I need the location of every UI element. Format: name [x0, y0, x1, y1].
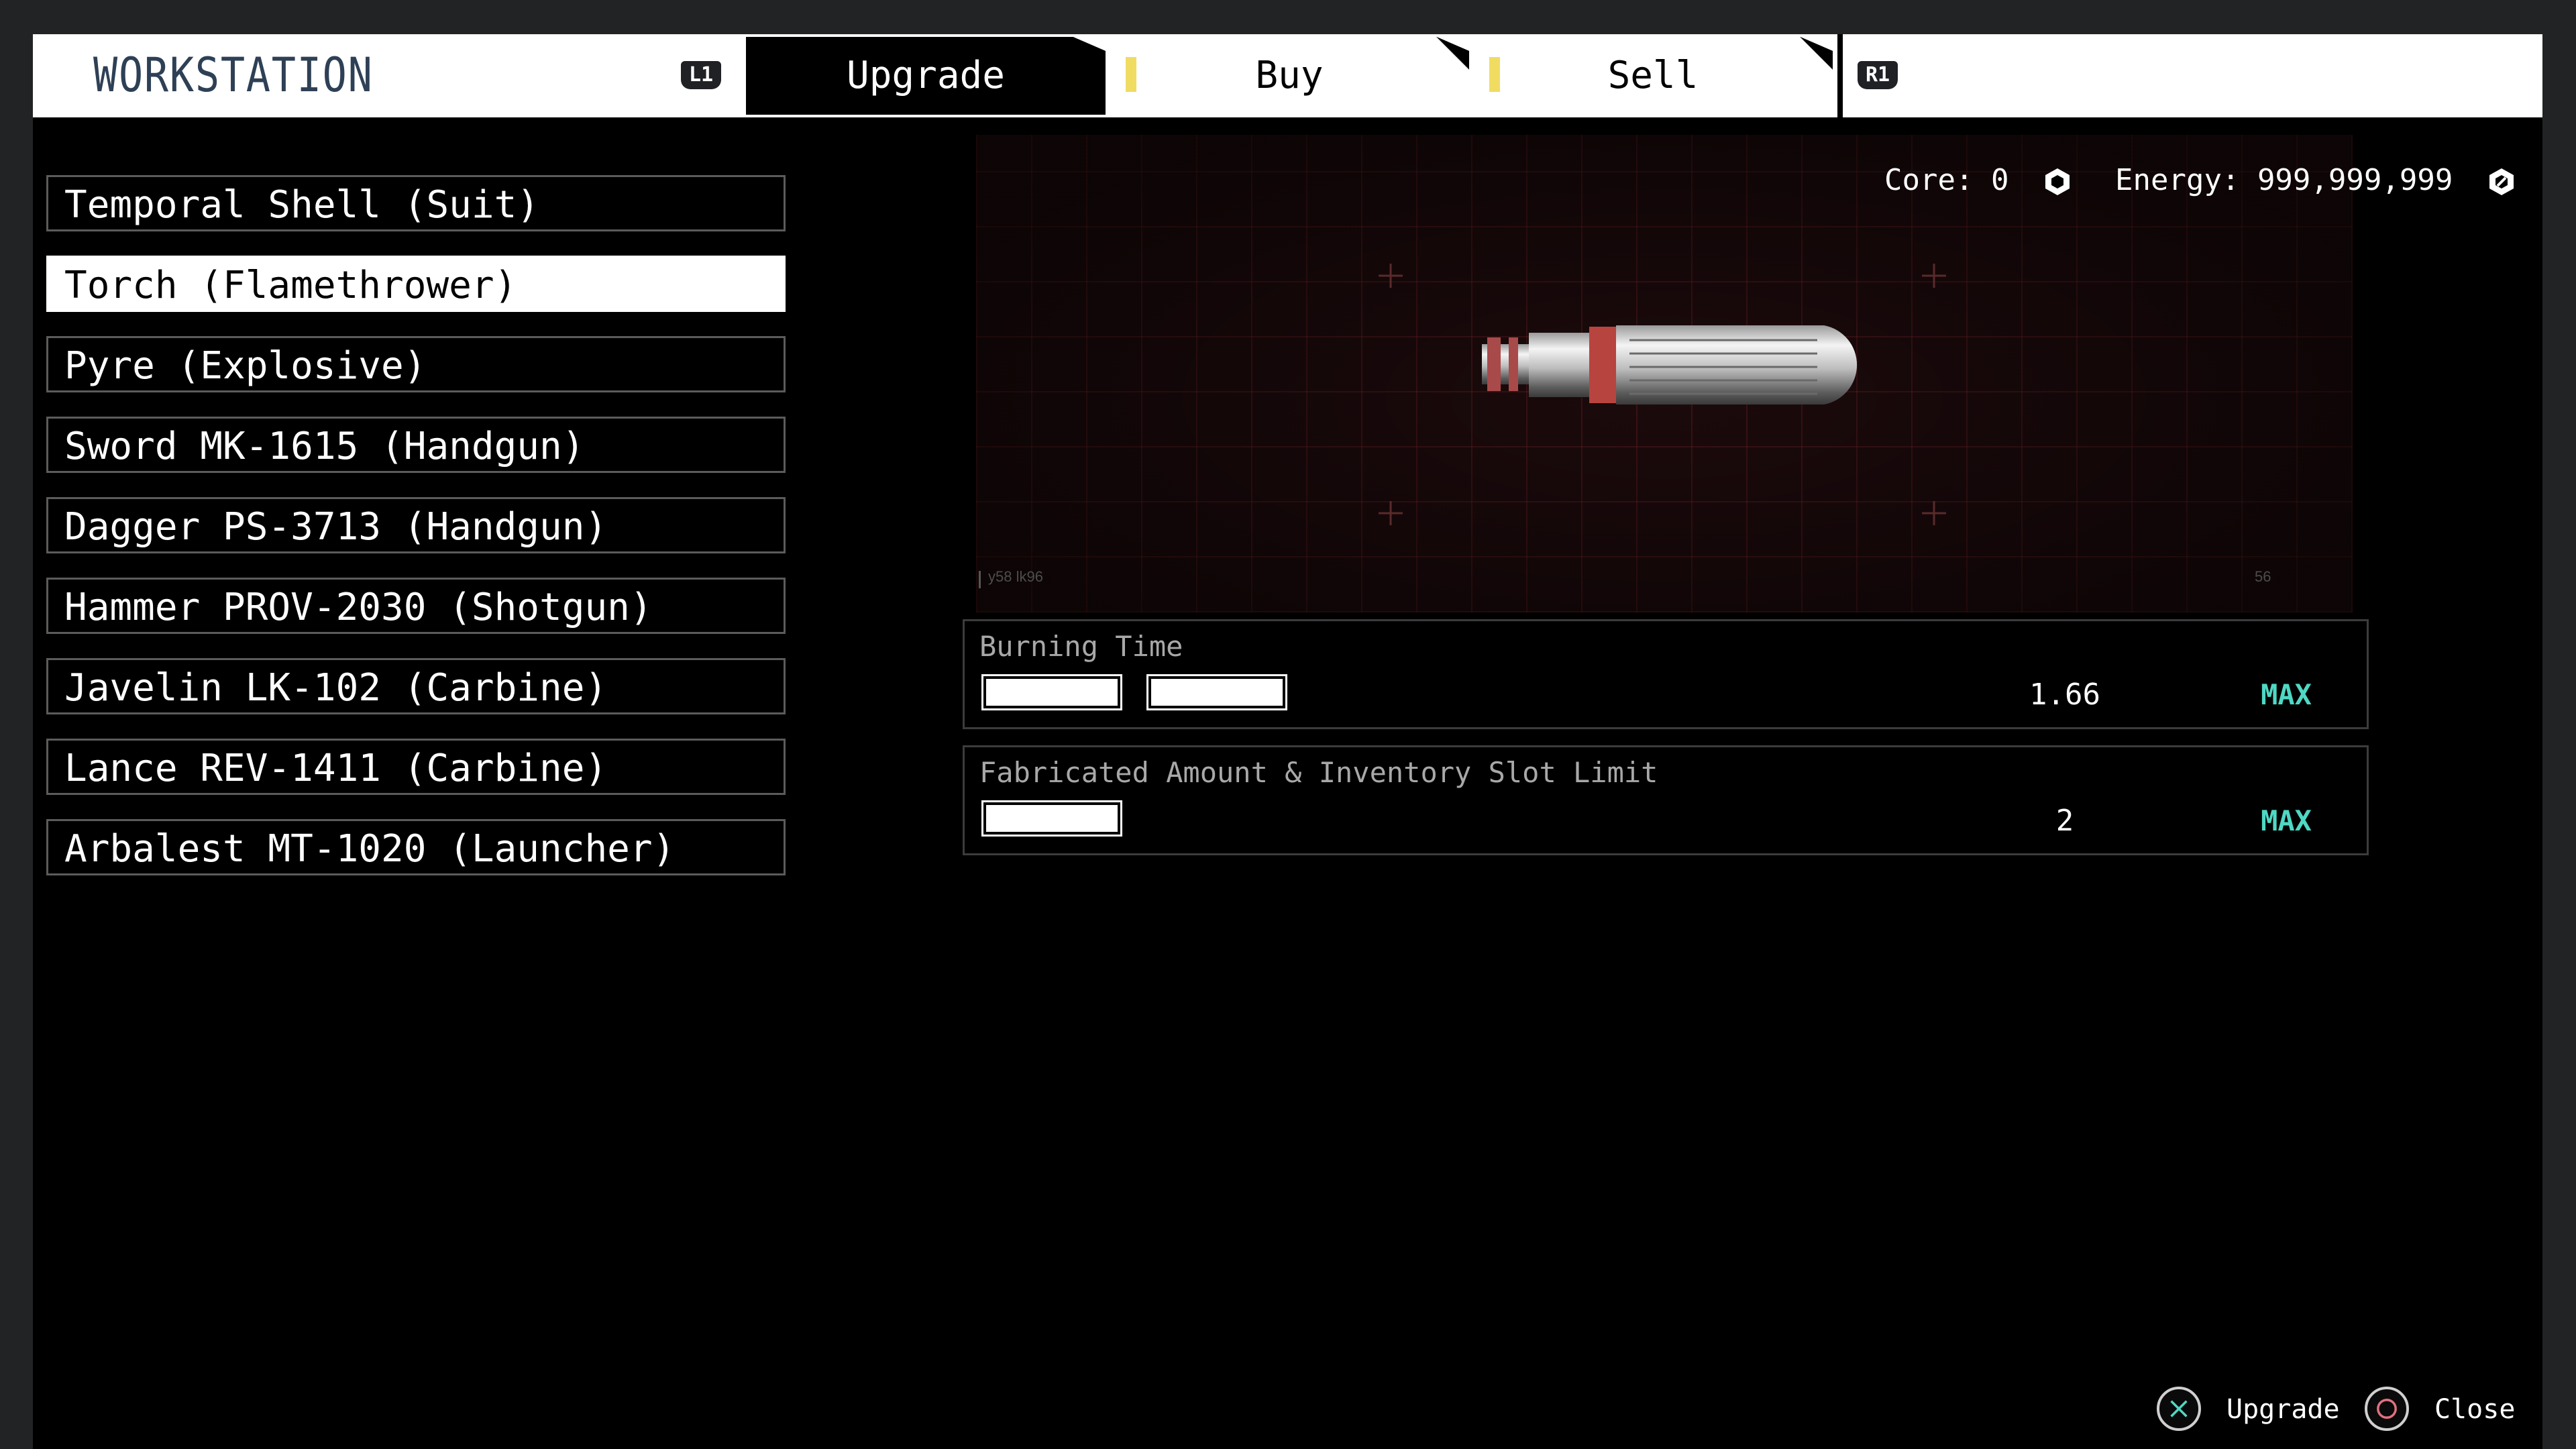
list-item[interactable]: Pyre (Explosive) [46, 336, 786, 392]
preview-grid-marks [1379, 264, 1946, 525]
item-preview: y58 lk96 56 [976, 135, 2353, 612]
list-item[interactable]: Arbalest MT-1020 (Launcher) [46, 819, 786, 875]
upgrade-action-label: Upgrade [2226, 1394, 2340, 1425]
list-item[interactable]: Lance REV-1411 (Carbine) [46, 739, 786, 795]
list-item[interactable]: Dagger PS-3713 (Handgun) [46, 497, 786, 553]
list-item-label: Hammer PROV-2030 (Shotgun) [64, 586, 653, 629]
list-item[interactable]: Javelin LK-102 (Carbine) [46, 658, 786, 714]
list-item-label: Javelin LK-102 (Carbine) [64, 666, 608, 710]
alert-badge-icon [1489, 57, 1500, 92]
hexagon-currency-icon [2045, 168, 2070, 195]
list-item-label: Lance REV-1411 (Carbine) [64, 747, 608, 790]
max-label: MAX [2261, 804, 2312, 837]
list-item[interactable]: Hammer PROV-2030 (Shotgun) [46, 578, 786, 634]
list-item-label: Pyre (Explosive) [64, 344, 427, 388]
hexagon-currency-icon [2489, 168, 2514, 195]
tab-sell[interactable]: Sell [1473, 37, 1833, 115]
preview-side-text: 56 [2255, 568, 2271, 585]
tab-buy[interactable]: Buy [1110, 37, 1469, 115]
max-label: MAX [2261, 678, 2312, 711]
upgrade-segment [1146, 674, 1287, 710]
tab-upgrade-label: Upgrade [846, 54, 1005, 97]
list-item-label: Temporal Shell (Suit) [64, 183, 540, 227]
list-item[interactable]: Temporal Shell (Suit) [46, 175, 786, 231]
cross-button-icon [2157, 1387, 2201, 1431]
l1-button-icon[interactable]: L1 [681, 61, 721, 89]
list-item[interactable]: Sword MK-1615 (Handgun) [46, 417, 786, 473]
list-item-selected[interactable]: Torch (Flamethrower) [46, 256, 786, 312]
core-value: 0 [1990, 163, 2009, 197]
stat-value: 2 [2055, 804, 2074, 838]
stat-label: Fabricated Amount & Inventory Slot Limit [979, 756, 1658, 789]
list-item-label: Torch (Flamethrower) [64, 264, 517, 307]
top-bar: WORKSTATION L1 Upgrade Buy Sell R1 [33, 34, 2542, 117]
tab-buy-label: Buy [1255, 54, 1324, 97]
energy-value: 999,999,999 [2257, 163, 2453, 197]
tab-upgrade[interactable]: Upgrade [746, 37, 1106, 115]
tab-divider [1837, 34, 1843, 117]
r1-button-icon[interactable]: R1 [1858, 61, 1898, 89]
stat-panel-fabricated-amount: Fabricated Amount & Inventory Slot Limit… [963, 745, 2369, 855]
core-counter: Core: 0 [1884, 154, 2072, 207]
tab-sell-label: Sell [1607, 54, 1699, 97]
alert-badge-icon [1126, 57, 1136, 92]
stat-label: Burning Time [979, 630, 1183, 663]
page-title: WORKSTATION [93, 48, 374, 103]
upgrade-segment [981, 800, 1122, 837]
list-item-label: Arbalest MT-1020 (Launcher) [64, 827, 676, 871]
preview-corner-text: y58 lk96 [988, 568, 1043, 585]
list-item-label: Sword MK-1615 (Handgun) [64, 425, 585, 468]
close-action-label: Close [2434, 1394, 2516, 1425]
workstation-window: WORKSTATION L1 Upgrade Buy Sell R1 Tempo… [33, 34, 2542, 1449]
footer-prompts: Upgrade Close [33, 1376, 2542, 1443]
stat-value: 1.66 [2029, 678, 2100, 712]
circle-button-icon [2365, 1387, 2409, 1431]
stat-panel-burning-time: Burning Time 1.66 MAX [963, 619, 2369, 729]
core-label: Core: [1884, 163, 1974, 197]
list-item-label: Dagger PS-3713 (Handgun) [64, 505, 608, 549]
energy-counter: Energy: 999,999,999 [2115, 154, 2516, 207]
energy-label: Energy: [2115, 163, 2240, 197]
preview-tick [979, 571, 981, 588]
upgrade-segment [981, 674, 1122, 710]
upgrade-action[interactable]: Upgrade [2157, 1376, 2351, 1443]
flamethrower-canister-icon [1482, 325, 1858, 405]
close-action[interactable]: Close [2365, 1376, 2526, 1443]
